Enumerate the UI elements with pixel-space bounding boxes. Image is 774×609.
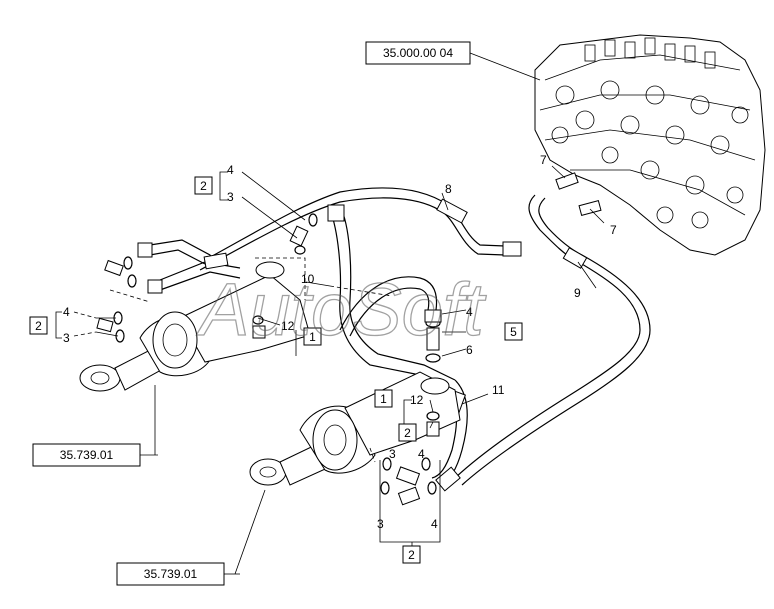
callout-3-upper: 3 — [227, 190, 234, 204]
callout-7-lower: 7 — [610, 223, 617, 237]
orings-and-adapters — [96, 213, 442, 506]
box-callout-1-upper[interactable]: 1 — [303, 327, 322, 346]
callout-6: 6 — [466, 343, 473, 357]
callout-12-lower: 12 — [410, 393, 424, 407]
box-callout-2-left[interactable]: 2 — [29, 316, 48, 335]
callout-4-right: 4 — [466, 305, 473, 319]
box-callout-2-upper-label: 2 — [200, 179, 207, 193]
reference-valve-block[interactable]: 35.000.00 04 — [365, 41, 541, 81]
callout-labels: 4 3 8 7 7 9 10 4 6 11 12 12 4 3 3 4 3 4 — [63, 153, 617, 531]
box-callout-2-mid-label: 2 — [404, 426, 411, 440]
box-callout-2-bottom[interactable]: 2 — [402, 545, 421, 564]
box-callout-1-lower-label: 1 — [380, 392, 387, 406]
reference-cylinder-lower[interactable]: 35.739.01 — [116, 562, 240, 586]
hose-8[interactable] — [199, 187, 522, 271]
hose-upper-left[interactable] — [137, 239, 241, 294]
box-callout-2-left-label: 2 — [35, 319, 42, 333]
callout-4-bottom: 4 — [431, 517, 438, 531]
control-valve-block[interactable] — [534, 34, 766, 256]
fitting-7-upper[interactable] — [555, 172, 579, 190]
callout-11: 11 — [492, 383, 505, 397]
callout-4-left: 4 — [63, 305, 70, 319]
callout-10: 10 — [301, 272, 315, 286]
callout-3-bottom: 3 — [377, 517, 384, 531]
callout-4-upper: 4 — [227, 163, 234, 177]
box-callout-2-upper[interactable]: 2 — [194, 176, 213, 195]
hose-9[interactable] — [435, 194, 651, 492]
reference-cylinder-upper-label: 35.739.01 — [60, 448, 114, 462]
reference-valve-block-label: 35.000.00 04 — [383, 46, 453, 60]
watermark: AutoSoft — [196, 268, 487, 351]
leader-lines — [55, 165, 605, 575]
cylinder-lower[interactable] — [249, 371, 461, 486]
box-callout-2-mid[interactable]: 2 — [398, 423, 417, 442]
callout-3-mid: 3 — [389, 447, 396, 461]
callout-9: 9 — [574, 286, 581, 300]
box-callout-1-lower[interactable]: 1 — [374, 389, 393, 408]
box-callout-5[interactable]: 5 — [504, 322, 523, 341]
callout-12-upper: 12 — [281, 319, 295, 333]
box-callout-2-bottom-label: 2 — [408, 548, 415, 562]
reference-cylinder-lower-label: 35.739.01 — [144, 567, 198, 581]
callout-7-upper: 7 — [540, 153, 547, 167]
hose-10[interactable] — [327, 204, 456, 391]
callout-8: 8 — [445, 182, 452, 196]
cylinder-upper[interactable] — [79, 257, 311, 392]
reference-cylinder-upper[interactable]: 35.739.01 — [32, 443, 158, 467]
box-callout-1-upper-label: 1 — [309, 330, 316, 344]
callout-4-mid: 4 — [418, 447, 425, 461]
box-callout-5-label: 5 — [510, 325, 517, 339]
callout-3-left: 3 — [63, 331, 70, 345]
fitting-7-lower[interactable] — [578, 199, 602, 217]
